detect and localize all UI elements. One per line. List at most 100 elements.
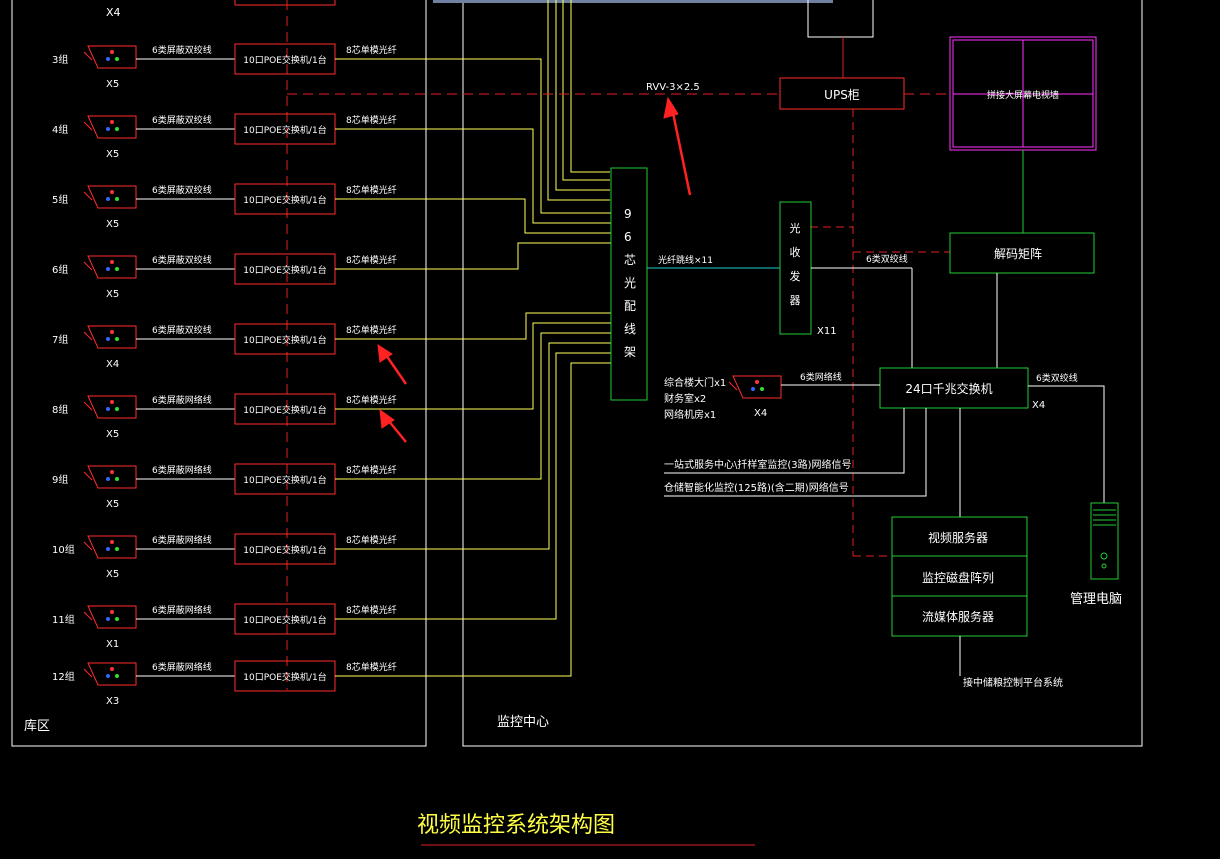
poe-switch-label: 10口POE交换机/1台: [243, 54, 326, 66]
monitor-center-border: [462, 0, 1143, 747]
arrow-8: [387, 419, 407, 443]
cable-label: 6类屏蔽网络线: [152, 394, 212, 406]
arrow-rvv-head: [663, 96, 679, 119]
poe-switch-label: 10口POE交换机/1台: [243, 671, 326, 683]
cat6-label-upper: 6类双绞线: [866, 253, 908, 265]
fiber-label: 8芯单模光纤: [346, 394, 397, 406]
annotation-arrows: [377, 96, 692, 443]
fiber-run: [335, 332, 611, 480]
camera-count: X5: [106, 499, 119, 510]
group-name: 11组: [52, 613, 75, 626]
fiber-run: [335, 352, 611, 620]
cable-label: 6类屏蔽双绞线: [152, 44, 212, 56]
fiber-run: [335, 342, 611, 550]
ups-label: UPS柜: [824, 88, 860, 102]
group-name: 10组: [52, 543, 75, 556]
camera-count: X1: [106, 639, 119, 650]
fiber-label: 8芯单模光纤: [346, 254, 397, 266]
camera-icon: [83, 605, 137, 629]
group-name: 3组: [52, 53, 68, 66]
camera-count: X4: [106, 359, 119, 370]
extra-cameras-line-2: 财务室x2: [664, 392, 706, 405]
monitor-center-label: 监控中心: [497, 715, 549, 730]
cable-label: 6类屏蔽网络线: [152, 661, 212, 673]
transceiver-count: X11: [817, 326, 837, 337]
top-equipment-box: [807, 0, 874, 38]
top-partial-switch: [234, 0, 336, 6]
diagram-title: 视频监控系统架构图: [417, 813, 615, 838]
top-partial-camera-count: X4: [106, 6, 121, 19]
camera-group: 3组 X5 6类屏蔽双绞线 10口POE交换机/1台 8芯单模光纤: [52, 43, 611, 214]
transceiver-label: 光收发器: [790, 221, 801, 307]
camera-group: 11组 X1 6类屏蔽网络线 10口POE交换机/1台 8芯单模光纤: [52, 352, 611, 650]
cable-label: 6类屏蔽双绞线: [152, 324, 212, 336]
camera-group: 10组 X5 6类屏蔽网络线 10口POE交换机/1台 8芯单模光纤: [52, 342, 611, 580]
camera-icon: [83, 115, 137, 139]
camera-icon: [83, 662, 137, 686]
video-wall-label: 拼接大屏幕电视墙: [987, 89, 1059, 101]
top-cutoff-bar: [433, 0, 833, 3]
camera-icon: [83, 465, 137, 489]
poe-switch-label: 10口POE交换机/1台: [243, 334, 326, 346]
group-name: 9组: [52, 473, 68, 486]
fiber-label: 8芯单模光纤: [346, 464, 397, 476]
group-name: 6组: [52, 263, 68, 276]
management-pc-label: 管理电脑: [1070, 592, 1122, 607]
poe-switch-label: 10口POE交换机/1台: [243, 264, 326, 276]
group-name: 5组: [52, 193, 68, 206]
fiber-label: 8芯单模光纤: [346, 184, 397, 196]
arrow-8-head: [379, 408, 395, 429]
group-name: 12组: [52, 670, 75, 683]
extra-cameras-count: X4: [754, 408, 767, 419]
poe-switch-label: 10口POE交换机/1台: [243, 404, 326, 416]
decoder-label: 解码矩阵: [994, 247, 1042, 261]
group-name: 7组: [52, 333, 68, 346]
rvv-power-label: RVV-3×2.5: [646, 82, 700, 93]
fiber-run: [335, 242, 611, 270]
cat6-label-right: 6类双绞线: [1036, 372, 1078, 384]
cat6-net-label: 6类网络线: [800, 371, 842, 383]
ups-power-distribution: [810, 109, 950, 557]
camera-icon: [83, 535, 137, 559]
extra-cameras-line-3: 网络机房x1: [664, 408, 716, 421]
fiber-label: 8芯单模光纤: [346, 114, 397, 126]
arrow-7: [384, 354, 408, 385]
cable-label: 6类屏蔽网络线: [152, 464, 212, 476]
fiber-run: [335, 362, 611, 677]
warehouse-zone-label: 库区: [24, 718, 50, 734]
camera-icon: [83, 185, 137, 209]
management-pc-icon: [1090, 502, 1119, 580]
fiber-jumper-label: 光纤跳线×11: [658, 254, 713, 266]
extra-camera-icon: [728, 375, 782, 399]
camera-count: X5: [106, 289, 119, 300]
camera-count: X5: [106, 149, 119, 160]
camera-icon: [83, 395, 137, 419]
network-signal-2: 仓储智能化监控(125路)(含二期)网络信号: [664, 481, 849, 494]
arrow-rvv: [670, 107, 692, 196]
fiber-run: [335, 128, 611, 224]
core-switch-count: X4: [1032, 400, 1045, 411]
cable-label: 6类屏蔽网络线: [152, 534, 212, 546]
cable-label: 6类屏蔽双绞线: [152, 184, 212, 196]
stream-server-label: 流媒体服务器: [922, 609, 994, 624]
camera-group: 6组 X5 6类屏蔽双绞线 10口POE交换机/1台 8芯单模光纤: [52, 242, 611, 300]
group-name: 8组: [52, 403, 68, 416]
platform-label: 接中储粮控制平台系统: [963, 676, 1063, 689]
poe-switch-label: 10口POE交换机/1台: [243, 474, 326, 486]
extra-cameras-line-1: 综合楼大门x1: [664, 376, 726, 389]
camera-count: X3: [106, 696, 119, 707]
video-server-label: 视频服务器: [928, 530, 988, 545]
fiber-label: 8芯单模光纤: [346, 44, 397, 56]
cable-label: 6类屏蔽双绞线: [152, 254, 212, 266]
camera-count: X5: [106, 569, 119, 580]
poe-switch-label: 10口POE交换机/1台: [243, 124, 326, 136]
fiber-distribution-frame: [610, 167, 648, 401]
fiber-run: [335, 312, 611, 340]
camera-groups: 3组X56类屏蔽双绞线10口POE交换机/1台8芯单模光纤4组X56类屏蔽双绞线…: [52, 43, 611, 707]
camera-count: X5: [106, 79, 119, 90]
